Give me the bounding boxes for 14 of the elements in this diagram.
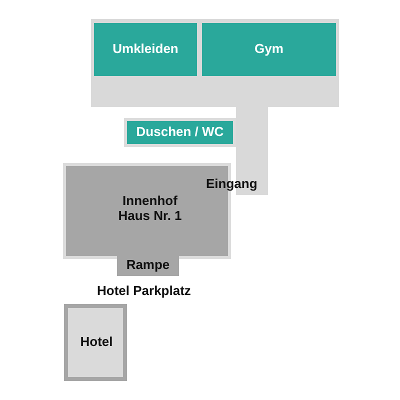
room-label: Gym xyxy=(254,42,284,57)
building-label: Hotel xyxy=(80,335,113,350)
room-block xyxy=(202,23,336,76)
building-block xyxy=(64,304,127,381)
area-label: Hotel Parkplatz xyxy=(97,283,191,298)
ramp-label: Rampe xyxy=(126,258,170,273)
room-block xyxy=(94,23,197,76)
building-wing xyxy=(91,19,339,107)
entrance-label: Eingang xyxy=(206,176,258,191)
ramp-block xyxy=(117,255,179,276)
room-label: Umkleiden xyxy=(112,42,178,57)
room-label: Duschen / WC xyxy=(136,125,224,140)
courtyard-label: Innenhof Haus Nr. 1 xyxy=(117,194,183,224)
room-block xyxy=(124,118,236,147)
